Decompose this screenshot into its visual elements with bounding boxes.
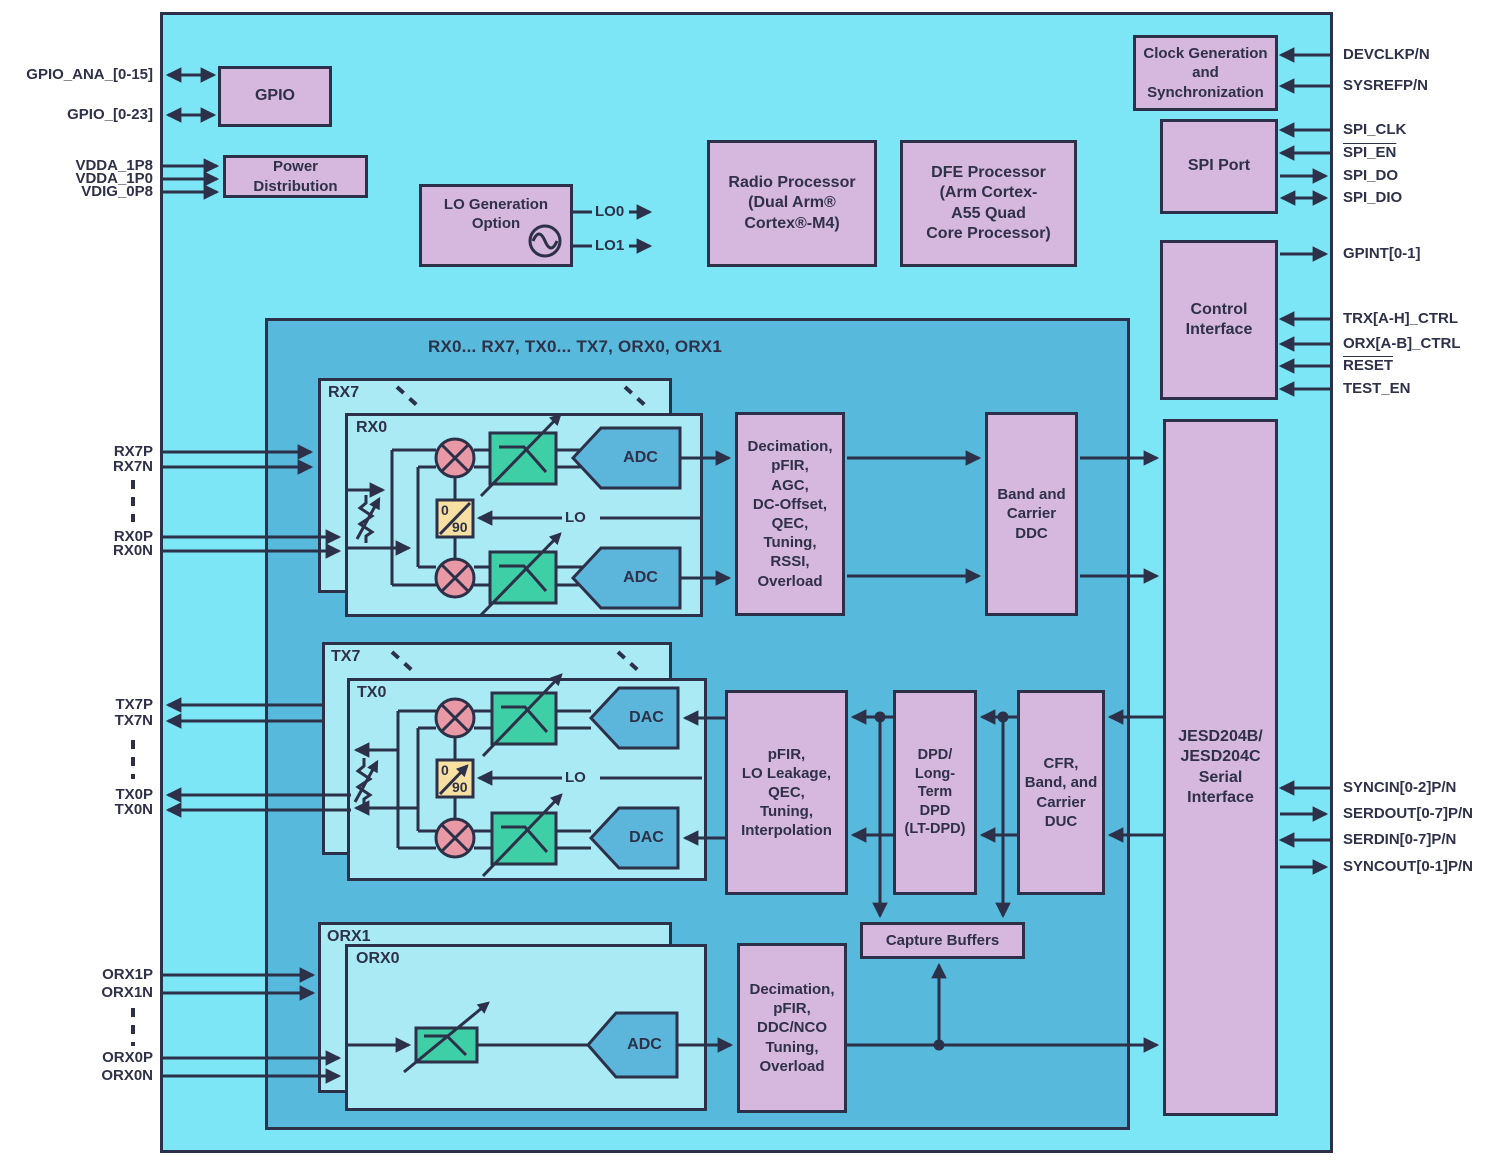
pin-syncout: SYNCOUT[0-1]P/N xyxy=(1343,858,1474,875)
pin-tx0n: TX0N xyxy=(114,801,153,818)
band-ddc-label: Band and Carrier DDC xyxy=(997,486,1066,542)
capture-buffers-label: Capture Buffers xyxy=(885,931,1000,949)
rx-lo-label: LO xyxy=(565,509,586,526)
dfe-processor-block: DFE Processor (Arm Cortex- A55 Quad Core… xyxy=(900,140,1077,267)
rx-decimation-block: Decimation, pFIR, AGC, DC-Offset, QEC, T… xyxy=(735,412,845,616)
pin-spi-do: SPI_DO xyxy=(1343,167,1399,184)
pin-rx0p: RX0P xyxy=(113,528,153,545)
pin-trx-ctrl: TRX[A-H]_CTRL xyxy=(1343,310,1458,327)
pin-rx7n: RX7N xyxy=(112,458,153,475)
clock-generation-block: Clock Generation and Synchronization xyxy=(1133,35,1278,111)
pin-spi-en-label: SPI_EN xyxy=(1343,144,1397,161)
band-carrier-ddc-block: Band and Carrier DDC xyxy=(985,412,1078,616)
pin-vdda-1p8: VDDA_1P8 xyxy=(75,157,153,174)
lo1-label: LO1 xyxy=(595,237,625,254)
tx0-label: TX0 xyxy=(357,684,387,701)
pin-tx7p: TX7P xyxy=(115,696,153,713)
lo0-label: LO0 xyxy=(595,203,625,220)
pin-spi-dio: SPI_DIO xyxy=(1343,189,1403,206)
pin-orx-ctrl: ORX[A-B]_CTRL xyxy=(1343,335,1461,352)
pin-gpio-ana: GPIO_ANA_[0-15] xyxy=(26,66,153,83)
control-if-label: Control Interface xyxy=(1185,300,1253,338)
pin-serdout: SERDOUT[0-7]P/N xyxy=(1343,805,1474,822)
gpio-block: GPIO xyxy=(218,66,332,127)
region-title: RX0... RX7, TX0... TX7, ORX0, ORX1 xyxy=(427,337,722,356)
dpd-block: DPD/ Long- Term DPD (LT-DPD) xyxy=(893,690,977,895)
pin-reset: RESET xyxy=(1343,358,1393,374)
dfe-proc-label: DFE Processor (Arm Cortex- A55 Quad Core… xyxy=(926,163,1051,242)
pin-sysref: SYSREFP/N xyxy=(1343,77,1429,94)
orx0-label: ORX0 xyxy=(356,950,400,967)
clock-gen-label: Clock Generation and Synchronization xyxy=(1143,45,1268,101)
pin-rx7p: RX7P xyxy=(113,443,153,460)
orx-adc-label: ADC xyxy=(627,1036,662,1053)
pin-orx1p: ORX1P xyxy=(102,966,153,983)
pin-orx0p: ORX0P xyxy=(102,1049,153,1066)
radio-proc-label: Radio Processor (Dual Arm® Cortex®-M4) xyxy=(728,173,856,232)
pin-serdin: SERDIN[0-7]P/N xyxy=(1343,831,1457,848)
pin-vdig-0p8: VDIG_0P8 xyxy=(81,183,153,200)
pin-rx0n: RX0N xyxy=(112,542,153,559)
rx-decimation-label: Decimation, pFIR, AGC, DC-Offset, QEC, T… xyxy=(747,438,833,590)
lo-gen-label: LO Generation Option xyxy=(443,196,549,233)
rx0-label: RX0 xyxy=(356,419,388,436)
pin-gpio: GPIO_[0-23] xyxy=(67,106,153,123)
jesd-label: JESD204B/ JESD204C Serial Interface xyxy=(1178,727,1263,806)
orx-decimation-label: Decimation, pFIR, DDC/NCO Tuning, Overlo… xyxy=(749,981,835,1075)
rx-phase-90-label: 90 xyxy=(452,519,468,535)
tx-pfir-block: pFIR, LO Leakage, QEC, Tuning, Interpola… xyxy=(725,690,848,895)
tx-phase-90-label: 90 xyxy=(452,779,468,795)
pin-reset-label: RESET xyxy=(1343,357,1394,374)
lo-generation-block: LO Generation Option xyxy=(419,184,573,267)
orx0-box xyxy=(345,944,707,1111)
rx-adc-label: ADC xyxy=(623,569,658,586)
capture-buffers-block: Capture Buffers xyxy=(860,922,1025,959)
tx-pfir-label: pFIR, LO Leakage, QEC, Tuning, Interpola… xyxy=(741,745,832,840)
spi-port-label: SPI Port xyxy=(1187,157,1251,175)
rx-phase-0-label: 0 xyxy=(441,502,449,518)
rx7-label: RX7 xyxy=(328,384,360,401)
pin-test-en: TEST_EN xyxy=(1343,380,1411,397)
pin-tx7n: TX7N xyxy=(114,712,153,729)
cfr-duc-block: CFR, Band, and Carrier DUC xyxy=(1017,690,1105,895)
power-distribution-block: Power Distribution xyxy=(223,155,368,198)
pin-orx1n: ORX1N xyxy=(101,984,153,1001)
pin-syncin: SYNCIN[0-2]P/N xyxy=(1343,779,1457,796)
cfr-label: CFR, Band, and Carrier DUC xyxy=(1024,755,1098,830)
dpd-label: DPD/ Long- Term DPD (LT-DPD) xyxy=(904,747,966,838)
pin-spi-clk: SPI_CLK xyxy=(1343,121,1407,138)
pin-tx0p: TX0P xyxy=(115,786,153,803)
tx-lo-label: LO xyxy=(565,769,586,786)
tx-phase-0-label: 0 xyxy=(441,762,449,778)
pin-spi-en: SPI_EN xyxy=(1343,145,1396,161)
pin-devclk: DEVCLKP/N xyxy=(1343,46,1430,63)
pin-orx0n: ORX0N xyxy=(101,1067,153,1084)
rx-adc-label: ADC xyxy=(623,449,658,466)
gpio-block-label: GPIO xyxy=(254,87,295,105)
pin-vdda-1p0: VDDA_1P0 xyxy=(75,170,153,187)
radio-processor-block: Radio Processor (Dual Arm® Cortex®-M4) xyxy=(707,140,877,267)
pin-gpint: GPINT[0-1] xyxy=(1343,245,1421,262)
tx-dac-label: DAC xyxy=(629,709,664,726)
jesd-serial-interface-block: JESD204B/ JESD204C Serial Interface xyxy=(1163,419,1278,1116)
tx-dac-label: DAC xyxy=(629,829,664,846)
power-block-label: Power Distribution xyxy=(253,158,338,195)
orx1-label: ORX1 xyxy=(327,928,371,945)
spi-port-block: SPI Port xyxy=(1160,119,1278,214)
control-interface-block: Control Interface xyxy=(1160,240,1278,400)
tx7-label: TX7 xyxy=(331,648,361,665)
orx-decimation-block: Decimation, pFIR, DDC/NCO Tuning, Overlo… xyxy=(737,943,847,1113)
